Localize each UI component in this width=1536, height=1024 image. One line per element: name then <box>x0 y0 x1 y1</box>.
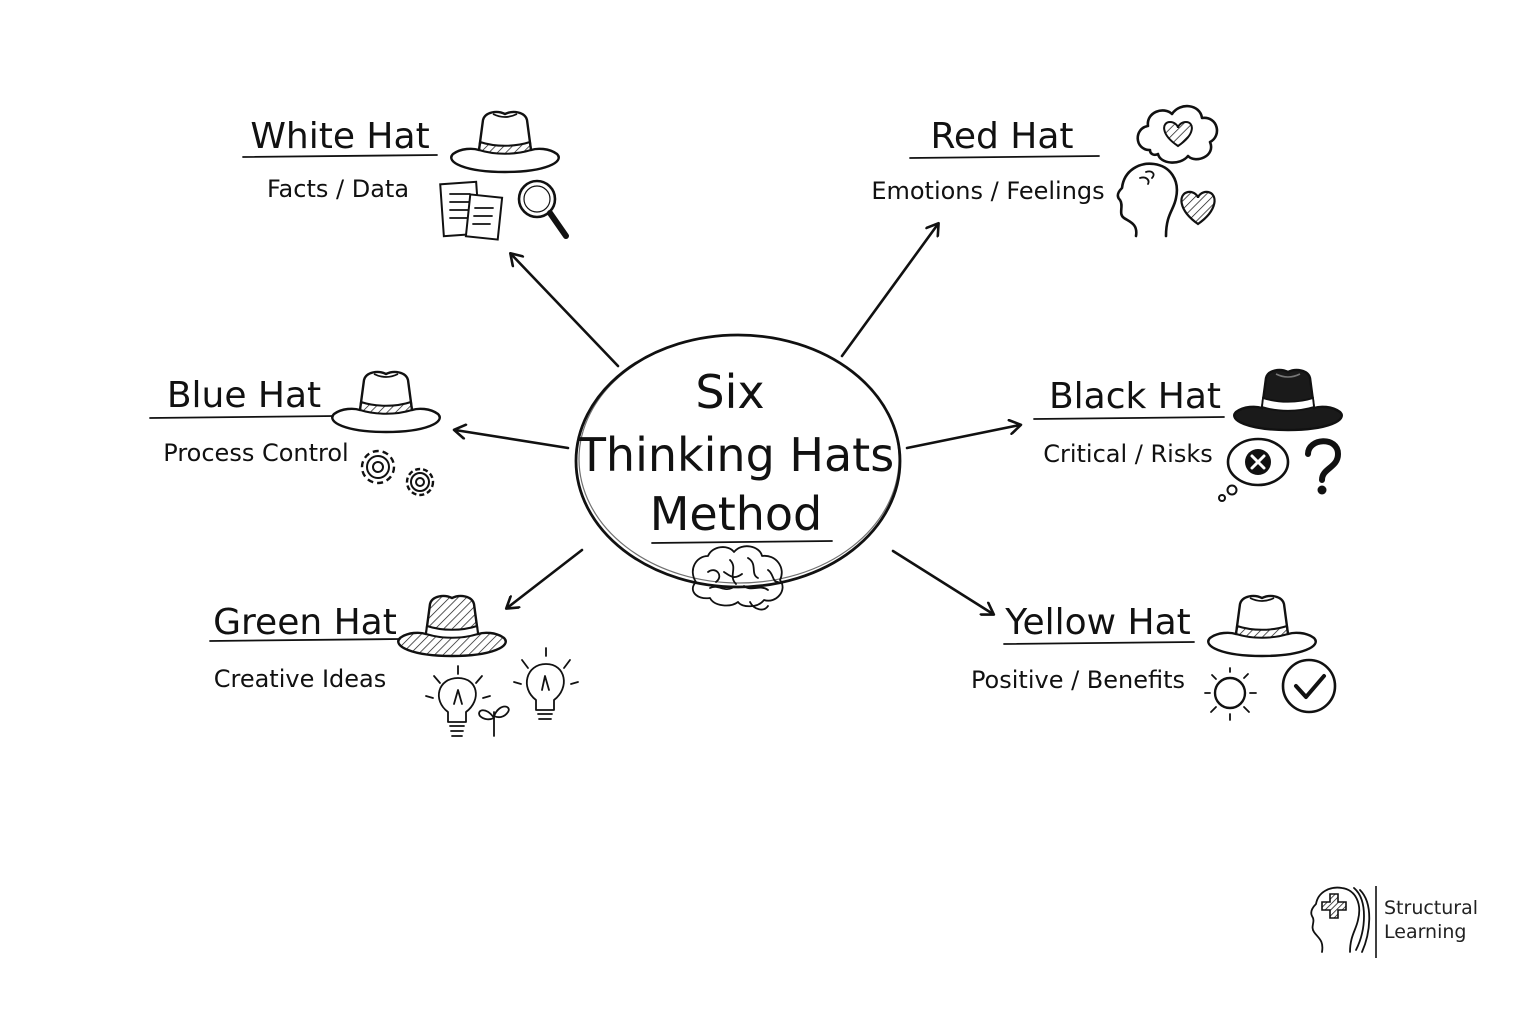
arrow-to-white-hat <box>511 254 620 368</box>
structural-learning-logo: Structural Learning <box>1310 886 1478 958</box>
center-node: Six Thinking Hats Method <box>574 333 902 611</box>
black-hat-underline <box>1033 416 1225 420</box>
black-hat-subtitle: Critical / Risks <box>1043 440 1213 468</box>
arrow-to-green-hat <box>507 548 584 608</box>
yellow-hat-title: Yellow Hat <box>1004 602 1191 643</box>
arrow-to-yellow-hat <box>891 549 993 614</box>
red-hat-node: Red Hat Emotions / Feelings <box>871 104 1219 238</box>
center-title-line1: Six <box>695 365 764 419</box>
brain-icon <box>691 545 784 611</box>
yellow-hat-underline <box>1003 641 1195 645</box>
red-hat-subtitle: Emotions / Feelings <box>871 177 1104 205</box>
yellow-hat-icon <box>1207 594 1317 658</box>
red-hat-title: Red Hat <box>930 116 1073 157</box>
blue-hat-icon <box>331 370 441 434</box>
green-hat-title: Green Hat <box>213 602 397 643</box>
green-hat-subtitle: Creative Ideas <box>214 665 387 693</box>
yellow-hat-node: Yellow Hat Positive / Benefits <box>971 594 1337 721</box>
x-thought-bubble-icon <box>1218 437 1290 502</box>
center-title-line3: Method <box>650 487 823 541</box>
magnifier-icon <box>517 179 569 239</box>
lightbulb-icon-2 <box>513 647 579 720</box>
arrow-to-blue-hat <box>455 430 570 450</box>
blue-hat-subtitle: Process Control <box>163 439 348 467</box>
white-hat-icon <box>450 110 560 174</box>
white-hat-node: White Hat Facts / Data <box>242 110 569 241</box>
gears-icon <box>360 449 435 497</box>
black-hat-node: Black Hat Critical / Risks <box>1033 368 1343 502</box>
sun-icon <box>1204 667 1257 721</box>
heart-cloud-icon <box>1136 104 1219 164</box>
white-hat-subtitle: Facts / Data <box>267 175 409 203</box>
white-hat-underline <box>242 154 438 158</box>
logo-line2: Learning <box>1384 921 1467 943</box>
lightbulb-icon <box>425 665 491 737</box>
question-mark-icon <box>1305 438 1342 495</box>
red-hat-underline <box>909 155 1100 159</box>
center-underline <box>651 540 833 544</box>
arrows <box>455 224 1020 614</box>
logo-head-icon <box>1310 886 1371 953</box>
yellow-hat-subtitle: Positive / Benefits <box>971 666 1185 694</box>
green-hat-icon <box>397 594 507 658</box>
sprout-icon <box>478 705 510 737</box>
black-hat-icon <box>1233 368 1343 432</box>
logo-line1: Structural <box>1384 897 1478 919</box>
center-title-line2: Thinking Hats <box>577 428 894 482</box>
green-hat-underline <box>209 638 401 642</box>
check-circle-icon <box>1281 658 1337 714</box>
arrow-to-black-hat <box>905 425 1020 450</box>
head-profile-icon <box>1116 162 1179 238</box>
heart-icon <box>1180 190 1216 226</box>
documents-icon <box>439 180 504 241</box>
blue-hat-node: Blue Hat Process Control <box>149 370 441 497</box>
arrow-to-red-hat <box>840 224 938 358</box>
green-hat-node: Green Hat Creative Ideas <box>209 594 579 737</box>
blue-hat-title: Blue Hat <box>167 375 321 416</box>
white-hat-title: White Hat <box>250 116 429 157</box>
blue-hat-underline <box>149 415 337 419</box>
black-hat-title: Black Hat <box>1049 376 1221 417</box>
